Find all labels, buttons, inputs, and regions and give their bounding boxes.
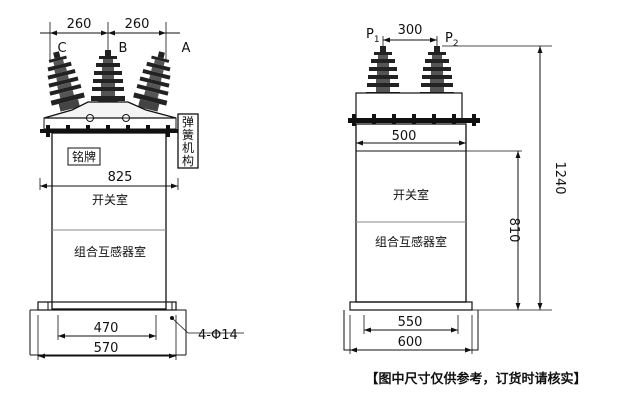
dim-810: 810 [506,218,521,243]
phase-label-a: A [182,41,191,56]
left-base-frame [37,301,177,311]
p1-label: P1 [366,27,380,45]
bushing-a [131,47,179,114]
nameplate-box [67,147,101,166]
spring-mechanism-box [177,113,199,169]
spring-label-2: 簧 [182,127,194,142]
spring-label-1: 弹 [182,115,194,129]
right-top-cover [355,92,463,122]
right-switch-room-label: 开关室 [393,187,429,202]
dim-470: 470 [94,321,119,336]
dim-600: 600 [398,335,423,350]
right-ct-room-label: 组合互感器室 [375,234,447,249]
dim-260-right: 260 [125,17,150,32]
dim-1240: 1240 [552,161,567,194]
phase-label-b: B [119,41,128,56]
left-ct-room-label: 组合互感器室 [74,244,146,259]
dim-500: 500 [392,129,417,144]
nameplate-label: 铭牌 [72,149,96,164]
p2-label: P2 [445,31,459,49]
left-switch-room-label: 开关室 [92,192,128,207]
dim-570: 570 [94,341,119,356]
right-cabinet-body [355,123,467,303]
dim-550: 550 [398,315,423,330]
spring-label-3: 机 [182,141,194,155]
spring-label-4: 构 [182,153,194,168]
dim-260-left: 260 [67,17,92,32]
right-view: 300 P1 P2 500 开关室 组合互感器室 [343,23,567,354]
disclaimer-note: 【图中尺寸仅供参考，订货时请核实】 [365,371,586,387]
hole-spec-label: 4-Φ14 [198,328,238,343]
right-base-frame [349,301,473,311]
dim-300: 300 [398,23,423,38]
phase-label-c: C [57,41,66,56]
left-cabinet-body [51,132,167,310]
dim-825: 825 [108,170,133,185]
bushing-b [91,50,125,109]
bushing-c [39,47,87,114]
left-view: 260 260 C B A 弹 簧 机 构 [29,17,244,360]
